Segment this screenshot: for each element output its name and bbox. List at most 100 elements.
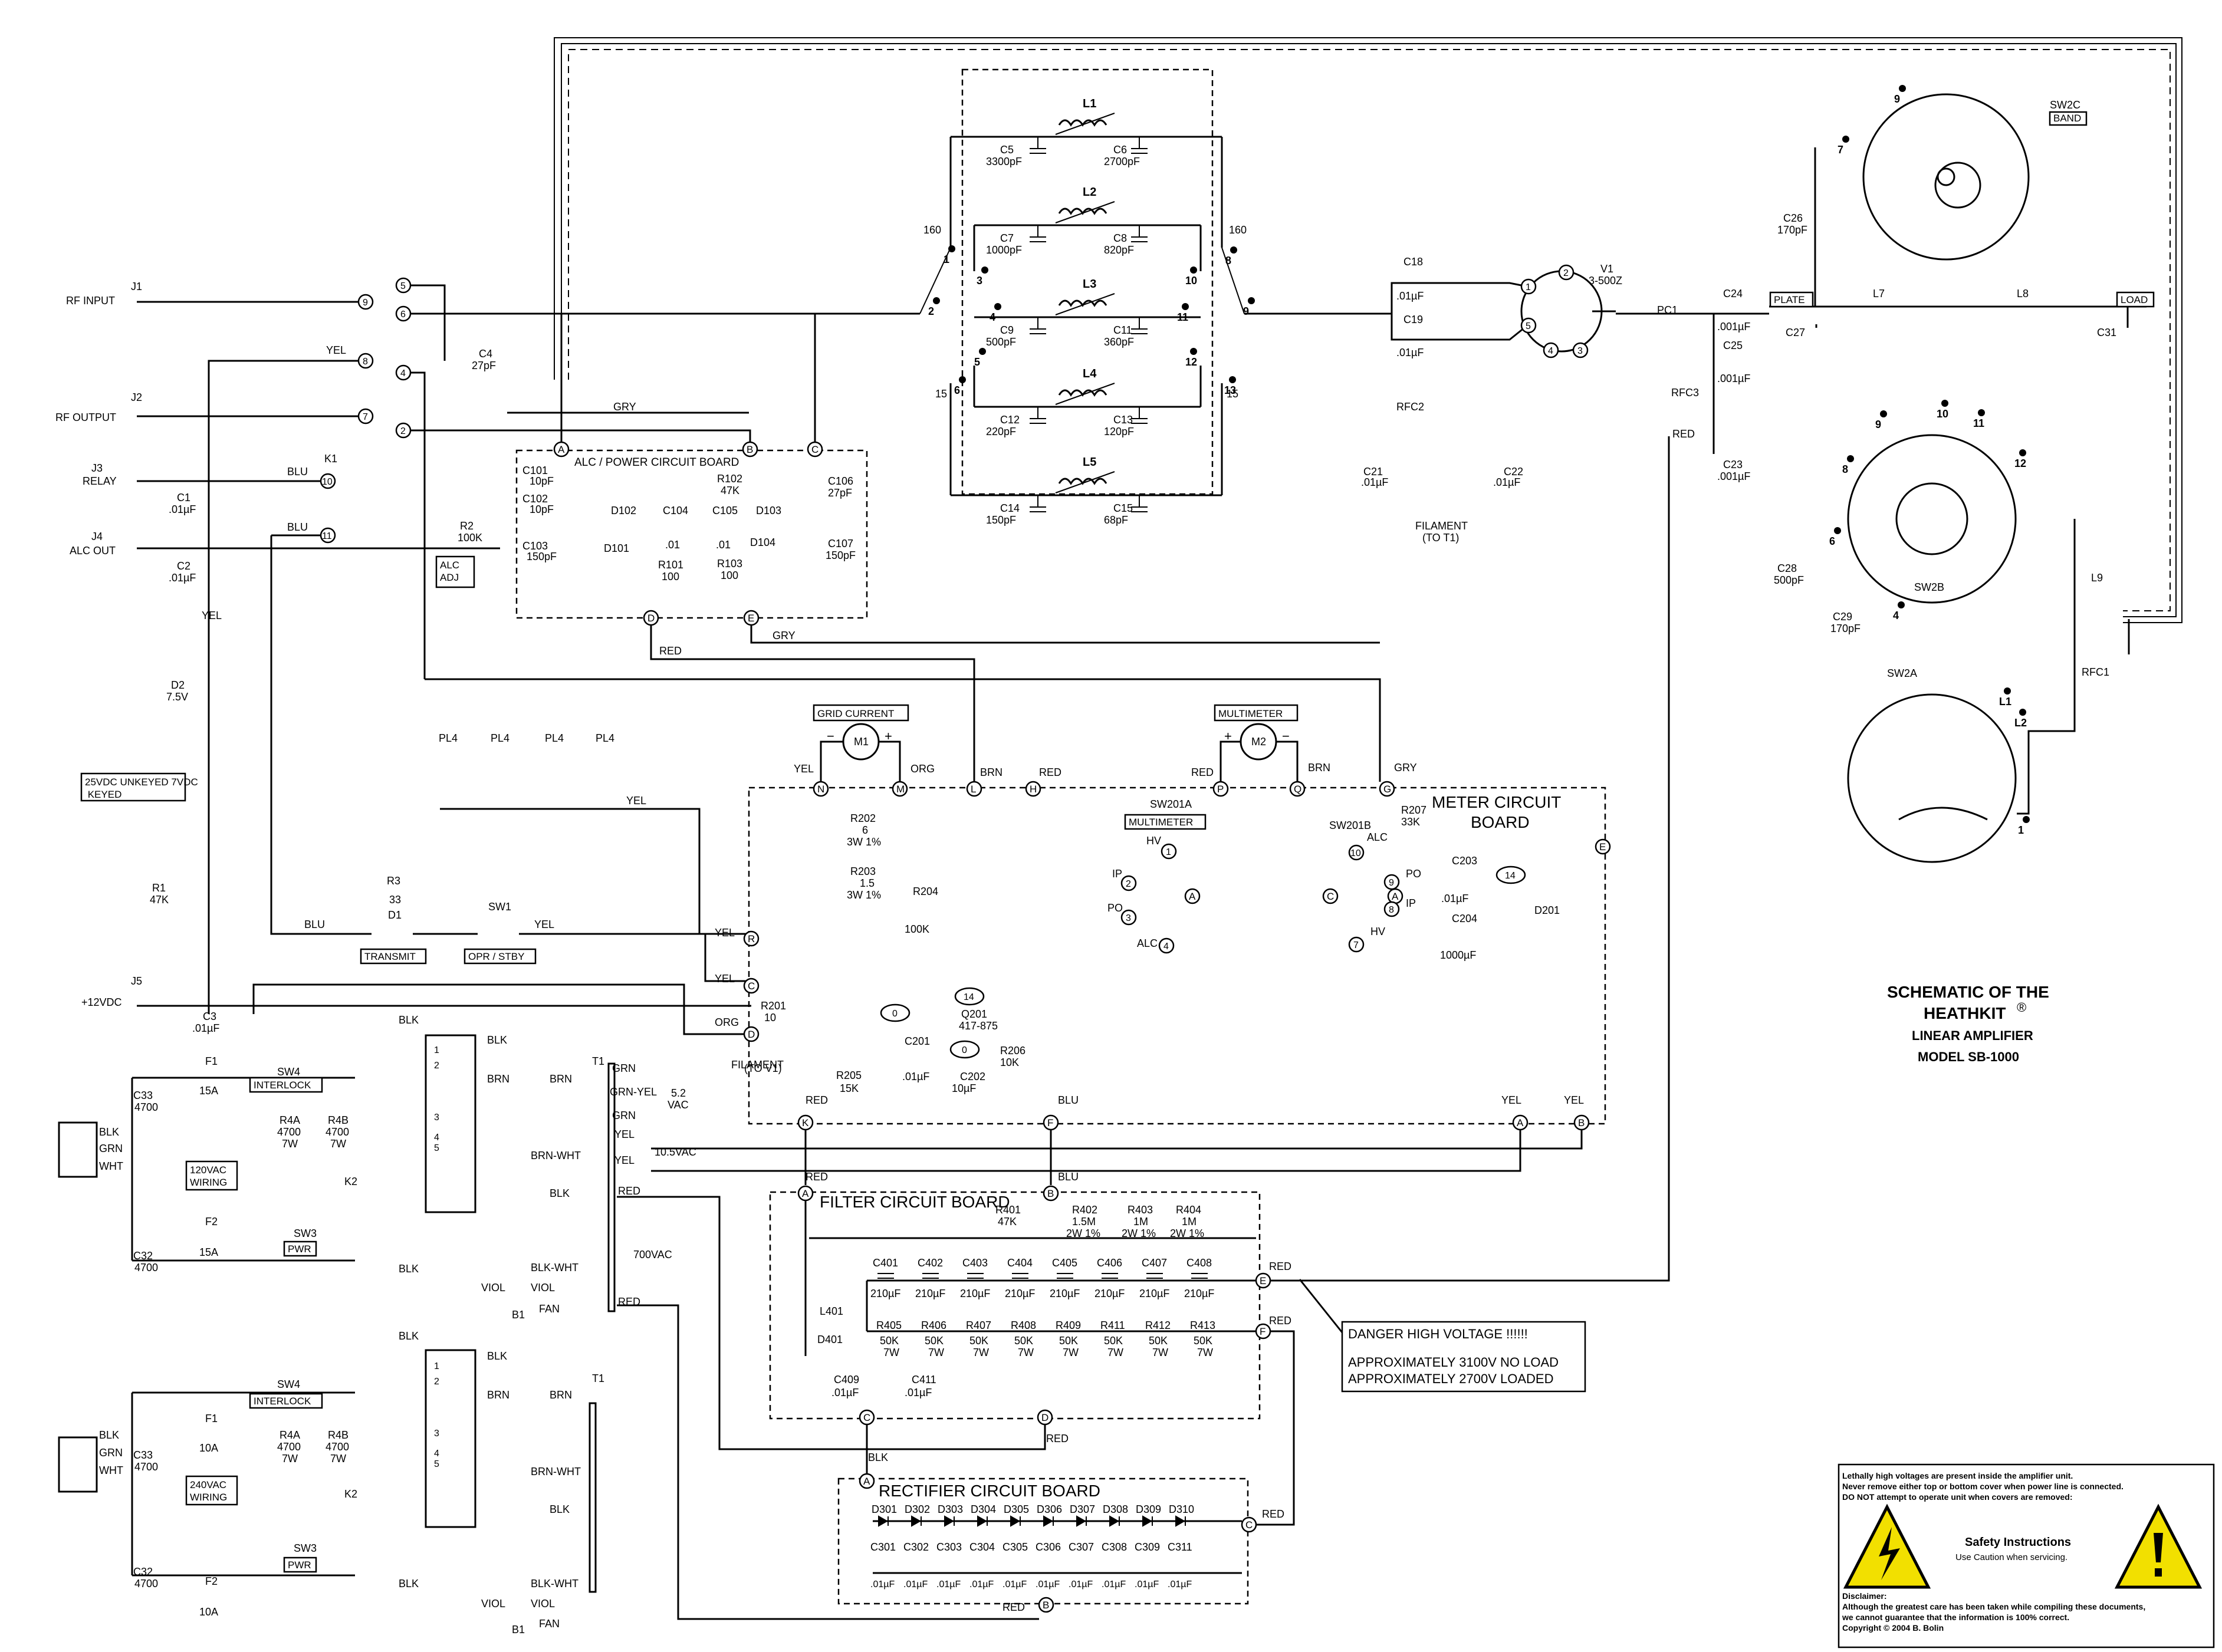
filter-capacitor-symbol: [1012, 1273, 1028, 1279]
component-label: FILAMENT: [731, 1059, 784, 1071]
filter-resistor-value: 50K: [1194, 1335, 1212, 1347]
lead-number: 4: [434, 1133, 439, 1143]
capacitor-id: C6: [1113, 144, 1127, 156]
capacitor-symbol: [1131, 495, 1148, 512]
filter-resistor-rating: 7W: [1018, 1347, 1034, 1358]
filter-resistor-value: 50K: [1014, 1335, 1033, 1347]
terminal-node: [1383, 901, 1400, 917]
test-point-oval: [954, 987, 985, 1006]
connection-node-letter: N: [817, 784, 824, 795]
terminal-node-number: 1: [1166, 847, 1171, 857]
sw2a-deck: [1847, 693, 2017, 863]
switch-contact-number: L2: [2014, 717, 2027, 729]
component-label: 15A: [199, 1085, 218, 1097]
component-label: R102: [717, 473, 742, 485]
filter-capacitor-symbol: [967, 1273, 984, 1279]
terminal-node-number: 2: [1126, 879, 1131, 889]
component-label: SW2C: [2050, 99, 2080, 111]
switch-contact: [1230, 246, 1237, 254]
switch-contact-number: 11: [1177, 311, 1188, 323]
component-label: SW1: [488, 901, 511, 913]
component-label: BLK-WHT: [531, 1262, 578, 1273]
terminal-node: [1348, 936, 1365, 953]
terminal-node-number: 7: [1353, 940, 1359, 950]
meter-name: M2: [1251, 736, 1266, 748]
connection-node: [742, 441, 758, 458]
boxed-label-alc-adj: [435, 555, 475, 588]
danger-line2: APPROXIMATELY 3100V NO LOAD: [1348, 1355, 1559, 1370]
rectifier-capacitor-value: .01µF: [969, 1579, 994, 1590]
tank-coil-labels: L1C53300pFC62700pFL2C71000pFC8820pFL3C95…: [986, 97, 1148, 526]
component-label: R205: [836, 1069, 862, 1081]
terminal-node-number: 8: [1389, 905, 1394, 915]
component-label: BLK: [550, 1503, 570, 1515]
boxed-label-text: GRID CURRENT: [817, 708, 894, 719]
component-label: 2W 1%: [1066, 1228, 1100, 1239]
rectifier-diode-id: D304: [971, 1503, 996, 1515]
capacitor-symbol: [1030, 137, 1046, 154]
component-label: BRN: [550, 1389, 572, 1401]
switch-contact-number: 11: [1973, 417, 1984, 429]
component-label: WHT: [99, 1160, 123, 1172]
component-label: C31: [2097, 327, 2116, 338]
terminal-node-number: 3: [1577, 346, 1583, 356]
component-label: 100K: [458, 532, 482, 544]
connection-node-letter: M: [896, 784, 905, 795]
filter-capacitor-symbol: [1057, 1273, 1073, 1279]
diode-symbol: [1175, 1515, 1186, 1527]
connection-node-letter: F: [1047, 1117, 1053, 1128]
component-label: YEL: [715, 973, 735, 985]
filter-capacitor-value: 210µF: [915, 1288, 945, 1299]
filter-board-outline: [769, 1191, 1261, 1420]
terminal-node-number: 4: [1548, 346, 1553, 356]
component-label: BLK: [868, 1452, 888, 1463]
terminal-node-number: 2: [400, 426, 406, 436]
connection-node-letter: D: [1041, 1412, 1048, 1423]
component-label: 10A: [199, 1606, 218, 1618]
safety-line2: Never remove either top or bottom cover …: [1842, 1482, 2124, 1491]
capacitor-id: C11: [1113, 324, 1132, 336]
boxed-label-text: INTERLOCK: [254, 1396, 311, 1407]
test-point-value: 14: [1505, 871, 1516, 881]
component-label: BLK: [399, 1330, 419, 1342]
alc-board-outline: [515, 449, 868, 619]
component-label: C33: [133, 1090, 153, 1101]
boxed-label-text: MULTIMETER: [1129, 817, 1193, 828]
component-label: 7W: [330, 1453, 346, 1465]
component-label: BLU: [287, 466, 308, 478]
component-label: B1: [512, 1309, 525, 1321]
diode-symbol: [1076, 1515, 1087, 1527]
component-label: C107: [828, 538, 853, 549]
switch-contact-number: 1: [944, 254, 949, 265]
component-label: R401: [995, 1204, 1021, 1216]
component-label: R403: [1128, 1204, 1153, 1216]
switch-contact: [1880, 410, 1887, 417]
filter-resistor-rating: 7W: [1063, 1347, 1079, 1358]
component-label: 7W: [330, 1138, 346, 1150]
rectifier-capacitor-id: C302: [903, 1541, 929, 1553]
component-label: PC1: [1657, 304, 1678, 316]
filter-capacitor-id: C402: [918, 1257, 943, 1269]
component-label: IP: [1406, 897, 1416, 909]
component-label: R101: [658, 559, 683, 571]
component-label: C32: [133, 1250, 153, 1262]
component-label: F1: [205, 1413, 218, 1424]
component-label: C33: [133, 1449, 153, 1461]
switch-contact: [959, 376, 966, 383]
test-point-value: 0: [962, 1045, 967, 1055]
switch-contact-number: 9: [1894, 93, 1900, 105]
component-label: C26: [1783, 212, 1803, 224]
rectifier-diode-id: D301: [872, 1503, 897, 1515]
component-label: V1: [1600, 263, 1613, 275]
boxed-label-transmit: [360, 948, 427, 965]
test-point-oval: [1495, 866, 1526, 884]
title-line4: MODEL SB-1000: [1918, 1049, 2019, 1064]
capacitor-value: 150pF: [986, 514, 1016, 526]
component-label: T1: [592, 1055, 604, 1067]
connection-node-letter: A: [1392, 891, 1399, 902]
component-label: RED: [659, 645, 682, 657]
terminal-node-number: 5: [400, 281, 406, 291]
component-label: PL4: [439, 732, 458, 744]
component-label: VIOL: [481, 1282, 505, 1294]
component-label: RED: [806, 1171, 828, 1183]
